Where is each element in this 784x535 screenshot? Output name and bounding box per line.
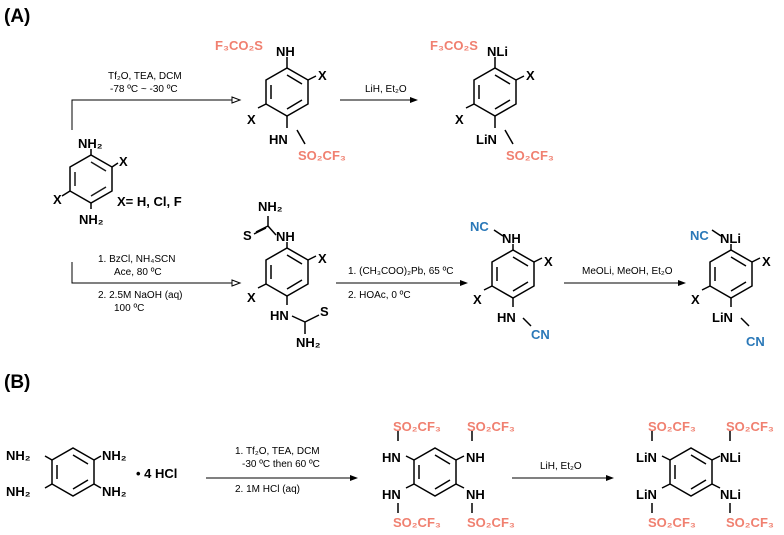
triflyl-group: SO₂CF₃ <box>298 148 346 163</box>
lin-label: LiN <box>712 310 733 325</box>
nitrile-group: NC <box>470 219 489 234</box>
amine-label: NH₂ <box>102 484 127 499</box>
nh-label: NH <box>502 231 521 246</box>
condition-a1-line1: Tf₂O, TEA, DCM <box>108 71 182 82</box>
triflyl-group: SO₂CF₃ <box>648 419 696 434</box>
nli-label: NLi <box>720 231 741 246</box>
triflyl-group: SO₂CF₃ <box>726 419 774 434</box>
substituent-x: X <box>526 68 535 83</box>
substituent-x: X <box>691 292 700 307</box>
substituent-x: X <box>318 68 327 83</box>
bis-triflamide: F₃CO₂S NH X X HN SO₂CF₃ <box>215 38 346 163</box>
condition-b1-line2: -30 ºC then 60 ºC <box>242 459 320 470</box>
nitrile-group: NC <box>690 228 709 243</box>
hn-label: HN <box>382 450 401 465</box>
tetrakis-triflamide: SO₂CF₃ SO₂CF₃ HN NH HN NH SO₂CF₃ SO₂CF₃ <box>382 419 515 530</box>
substituent-x: X <box>119 154 128 169</box>
dilithium-bis-triflamide: F₃CO₂S NLi X X LiN SO₂CF₃ <box>430 38 554 163</box>
substituent-x: X <box>762 254 771 269</box>
triflyl-group: F₃CO₂S <box>430 38 478 53</box>
amine-label: NH₂ <box>6 448 31 463</box>
arrowhead <box>678 280 686 286</box>
triflyl-group: SO₂CF₃ <box>648 515 696 530</box>
sulfur-label: S <box>320 304 329 319</box>
hn-label: HN <box>497 310 516 325</box>
condition-a3-line4: 100 ºC <box>114 303 144 314</box>
substituent-x: X <box>53 192 62 207</box>
condition-b2: LiH, Et₂O <box>540 461 582 472</box>
triflyl-group: SO₂CF₃ <box>393 515 441 530</box>
condition-a3-line2: Ace, 80 ºC <box>114 267 162 278</box>
triflyl-group: SO₂CF₃ <box>393 419 441 434</box>
substituent-x: X <box>473 292 482 307</box>
triflyl-group: SO₂CF₃ <box>506 148 554 163</box>
amine-label: NH₂ <box>258 199 283 214</box>
nh-label: NH <box>466 450 485 465</box>
condition-b1-line1: 1. Tf₂O, TEA, DCM <box>235 446 320 457</box>
arrowhead <box>231 279 242 287</box>
tetraaminobenzene: NH₂ NH₂ NH₂ NH₂ <box>6 447 127 499</box>
nli-label: NLi <box>487 44 508 59</box>
sulfur-label: S <box>243 228 252 243</box>
substituent-x: X <box>544 254 553 269</box>
lin-label: LiN <box>636 450 657 465</box>
hn-label: HN <box>270 308 289 323</box>
nh-label: NH <box>276 229 295 244</box>
lin-label: LiN <box>636 487 657 502</box>
bis-thiourea: NH₂ S NH X X HN S NH₂ <box>243 199 329 350</box>
condition-a2: LiH, Et₂O <box>365 84 407 95</box>
condition-a1-line2: -78 ºC ~ -30 ºC <box>110 84 178 95</box>
hn-label: HN <box>382 487 401 502</box>
amine-label: NH₂ <box>6 484 31 499</box>
nli-label: NLi <box>720 450 741 465</box>
branch-line-bottom <box>71 262 232 284</box>
condition-a3-line3: 2. 2.5M NaOH (aq) <box>98 290 182 301</box>
dilithium-bis-cyanamide: NC NLi X X LiN CN <box>690 228 771 349</box>
nitrile-group: CN <box>746 334 765 349</box>
amine-label: NH₂ <box>79 212 104 227</box>
condition-a4-line1: 1. (CH₃COO)₂Pb, 65 ºC <box>348 266 454 277</box>
triflyl-group: F₃CO₂S <box>215 38 263 53</box>
substituent-x: X <box>318 251 327 266</box>
panel-label-b: (B) <box>4 372 30 393</box>
lin-label: LiN <box>476 132 497 147</box>
nh-label: NH <box>276 44 295 59</box>
hcl-salt-label: • 4 HCl <box>136 466 177 481</box>
arrowhead <box>231 96 242 104</box>
substituent-x: X <box>247 112 256 127</box>
amine-label: NH₂ <box>102 448 127 463</box>
amine-label: NH₂ <box>296 335 321 350</box>
triflyl-group: SO₂CF₃ <box>726 515 774 530</box>
panel-label-a: (A) <box>4 6 30 27</box>
arrowhead <box>606 475 614 481</box>
arrowhead <box>410 97 418 103</box>
amine-label: NH₂ <box>78 136 103 151</box>
arrowhead <box>350 475 358 481</box>
nitrile-group: CN <box>531 327 550 342</box>
starting-diamine: NH₂ NH₂ X X <box>53 136 128 227</box>
condition-a3-line1: 1. BzCl, NH₄SCN <box>98 254 175 265</box>
condition-a4-line2: 2. HOAc, 0 ºC <box>348 290 411 301</box>
substituent-x: X <box>247 290 256 305</box>
substituent-definition: X= H, Cl, F <box>117 194 182 209</box>
branch-line-top <box>71 99 232 130</box>
condition-b1-line3: 2. 1M HCl (aq) <box>235 484 300 495</box>
bis-cyanamide: NC NH X X HN CN <box>470 219 553 342</box>
condition-a5: MeOLi, MeOH, Et₂O <box>582 266 673 277</box>
nh-label: NH <box>466 487 485 502</box>
substituent-x: X <box>455 112 464 127</box>
triflyl-group: SO₂CF₃ <box>467 515 515 530</box>
hn-label: HN <box>269 132 288 147</box>
arrowhead <box>460 280 468 286</box>
tetralithium-tetrakis-triflamide: SO₂CF₃ SO₂CF₃ LiN NLi LiN NLi SO₂CF₃ SO₂… <box>636 419 774 530</box>
nli-label: NLi <box>720 487 741 502</box>
triflyl-group: SO₂CF₃ <box>467 419 515 434</box>
